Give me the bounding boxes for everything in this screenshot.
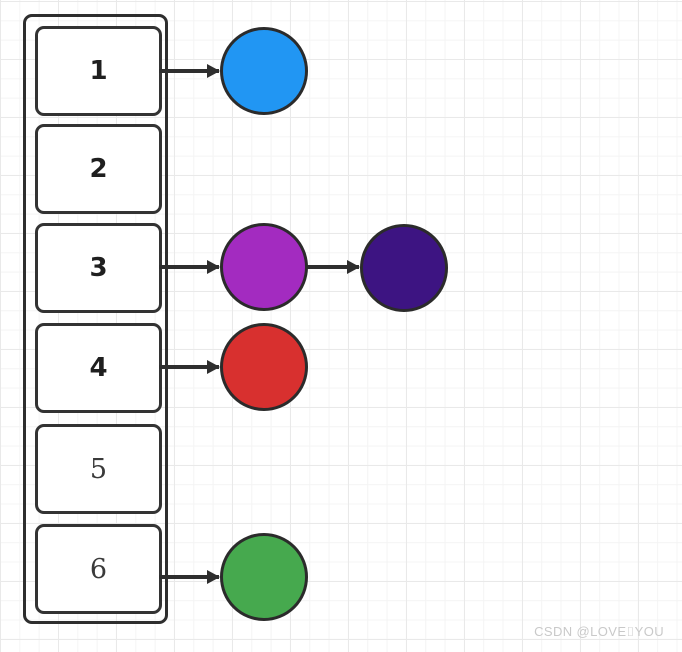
bucket-array-container: 1 2 3 4 5 6 [23, 14, 168, 624]
arrow-cell6-to-green [159, 575, 219, 579]
array-cell-1-label: 1 [89, 56, 108, 86]
node-dark-purple-circle[interactable] [360, 224, 448, 312]
array-cell-4[interactable]: 4 [35, 323, 162, 413]
array-cell-5[interactable]: 5 [35, 424, 162, 514]
arrow-magenta-to-dark-purple [307, 265, 359, 269]
arrow-cell3-to-magenta [159, 265, 219, 269]
array-cell-2-label: 2 [89, 154, 108, 184]
array-cell-3-label: 3 [89, 253, 108, 283]
node-green-circle[interactable] [220, 533, 308, 621]
node-magenta-circle[interactable] [220, 223, 308, 311]
node-red-circle[interactable] [220, 323, 308, 411]
array-cell-5-label: 5 [89, 453, 108, 485]
array-cell-6[interactable]: 6 [35, 524, 162, 614]
array-cell-3[interactable]: 3 [35, 223, 162, 313]
node-blue-circle[interactable] [220, 27, 308, 115]
array-cell-2[interactable]: 2 [35, 124, 162, 214]
array-cell-1[interactable]: 1 [35, 26, 162, 116]
arrow-cell1-to-blue [159, 69, 219, 73]
csdn-watermark: CSDN @LOVE⌷YOU [534, 624, 664, 639]
array-cell-6-label: 6 [89, 553, 108, 585]
array-cell-4-label: 4 [89, 353, 108, 383]
arrow-cell4-to-red [159, 365, 219, 369]
